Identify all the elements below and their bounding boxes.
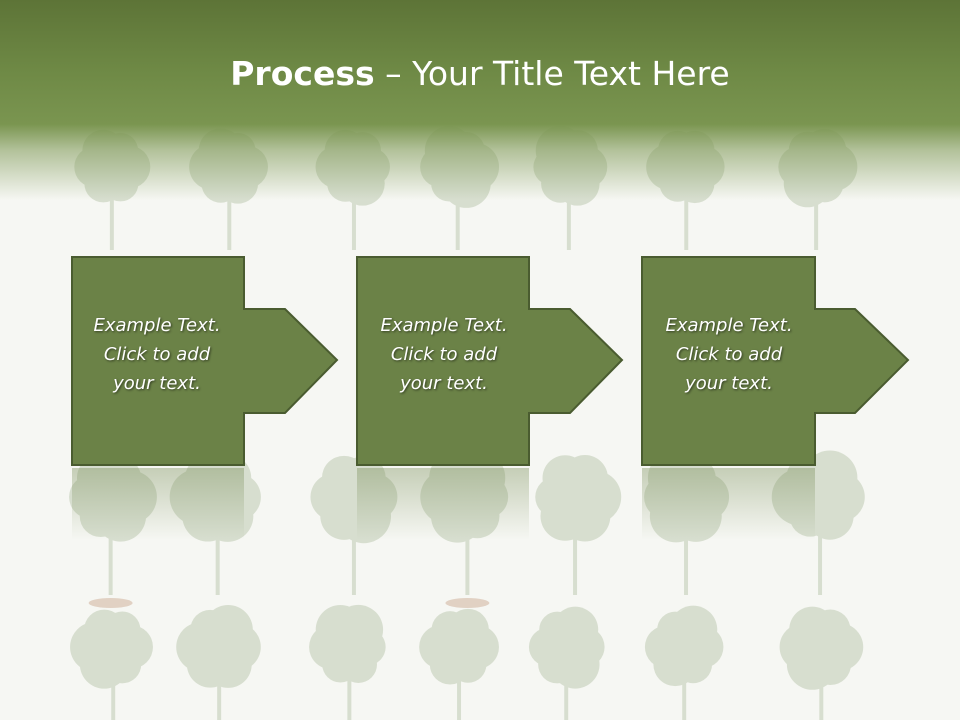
- step-3-reflection: [642, 468, 815, 540]
- step-3-arrow-shape: [641, 256, 910, 466]
- step-2-line-1: Example Text.: [380, 315, 508, 336]
- step-1-arrow-shape: [71, 256, 339, 466]
- process-step-2[interactable]: [356, 256, 624, 540]
- step-3-text[interactable]: Example Text. Click to add your text.: [642, 311, 816, 398]
- step-1-reflection: [72, 468, 244, 540]
- title-rest-part: – Your Title Text Here: [374, 54, 730, 93]
- slide-title[interactable]: Process – Your Title Text Here: [0, 48, 960, 100]
- step-3-line-3: your text.: [685, 373, 773, 394]
- process-step-1[interactable]: [71, 256, 339, 540]
- process-step-3[interactable]: [641, 256, 910, 540]
- step-1-line-1: Example Text.: [93, 315, 221, 336]
- step-3-line-2: Click to add: [675, 344, 783, 365]
- step-3-line-1: Example Text.: [665, 315, 793, 336]
- step-1-line-3: your text.: [113, 373, 201, 394]
- step-2-reflection: [357, 468, 529, 540]
- step-2-text[interactable]: Example Text. Click to add your text.: [357, 311, 531, 398]
- step-2-line-2: Click to add: [390, 344, 498, 365]
- step-1-text[interactable]: Example Text. Click to add your text.: [70, 311, 244, 398]
- title-band: [0, 0, 960, 200]
- step-2-line-3: your text.: [400, 373, 488, 394]
- title-bold-part: Process: [230, 54, 375, 93]
- step-2-arrow-shape: [356, 256, 624, 466]
- step-1-line-2: Click to add: [103, 344, 211, 365]
